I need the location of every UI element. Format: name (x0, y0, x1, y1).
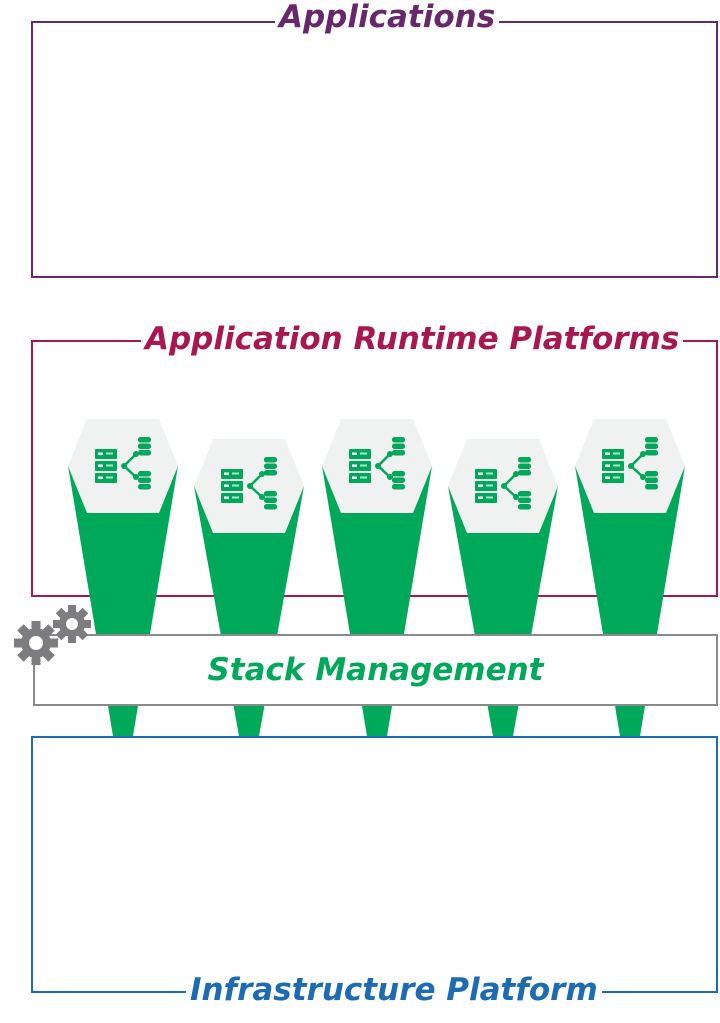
gears-icon (12, 603, 96, 669)
stack-management-layer: Stack Management (33, 634, 718, 706)
runtime-title: Application Runtime Platforms (141, 324, 684, 355)
applications-title: Applications (275, 2, 500, 33)
infrastructure-layer (31, 736, 718, 993)
infrastructure-title: Infrastructure Platform (186, 975, 602, 1006)
runtime-layer (31, 340, 718, 597)
applications-layer (31, 21, 718, 278)
stack-management-title: Stack Management (207, 652, 544, 688)
